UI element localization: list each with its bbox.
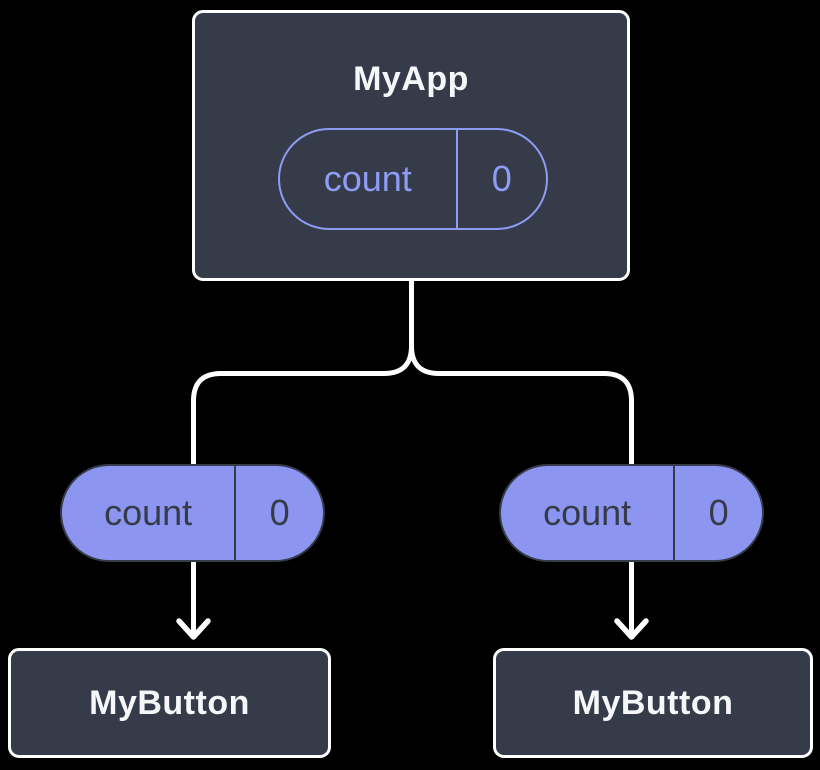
arrowhead-right-icon: [614, 618, 649, 640]
node-mybutton-right-label: MyButton: [572, 683, 734, 722]
state-pill-myapp: count 0: [278, 128, 548, 230]
node-myapp-label: MyApp: [353, 60, 469, 98]
prop-name: count: [62, 466, 237, 560]
prop-value: 0: [708, 492, 729, 533]
arrowhead-left-icon: [176, 618, 211, 640]
prop-pill-right: count 0: [499, 464, 764, 562]
prop-name: count: [501, 466, 676, 560]
edge-root-to-left-child: [191, 345, 414, 634]
state-name: count: [280, 130, 458, 228]
state-value: 0: [491, 158, 512, 199]
node-mybutton-right: MyButton: [493, 648, 813, 758]
node-myapp: MyApp count 0: [192, 10, 630, 281]
node-mybutton-left: MyButton: [8, 648, 331, 758]
node-mybutton-left-label: MyButton: [89, 683, 250, 722]
prop-value: 0: [269, 492, 290, 533]
edge-root-to-right-child: [409, 345, 634, 634]
prop-pill-left: count 0: [60, 464, 325, 562]
